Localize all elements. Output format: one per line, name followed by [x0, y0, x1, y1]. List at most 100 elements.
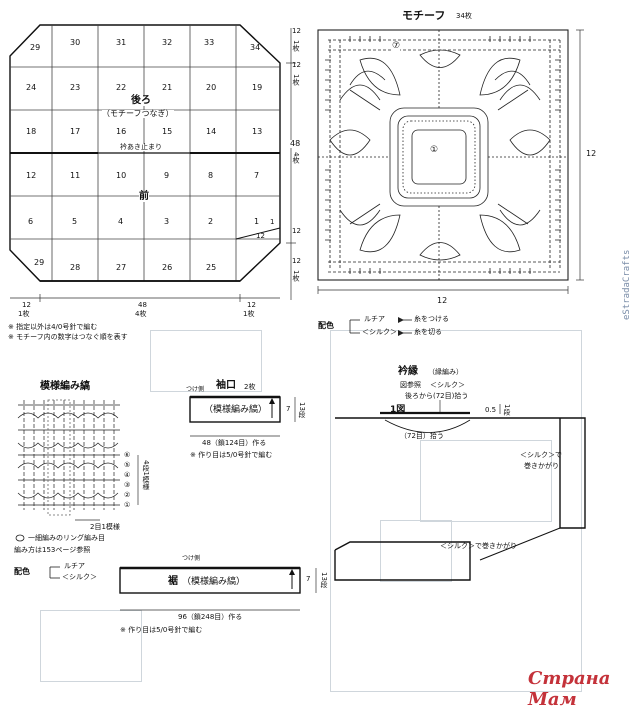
grid-cell: 30 [70, 38, 81, 47]
grid-cell: 10 [116, 171, 127, 180]
motif-chart [317, 29, 569, 281]
grid-cell: 23 [70, 83, 81, 92]
grid-cell: 1 [254, 217, 260, 226]
stripe-repeat-box [47, 399, 71, 516]
grid-cell: 32 [162, 38, 173, 47]
collar-silk-side: ＜シルク＞で [520, 451, 562, 459]
stripe-row-mark: ④ [124, 471, 131, 479]
stripe-row-mark: ① [124, 501, 131, 509]
stripe-row-mark: ② [124, 491, 131, 499]
grid-cell: 20 [206, 83, 217, 92]
grid-cell: 3 [164, 217, 170, 226]
background-ghost-panel [40, 610, 142, 682]
grid-cell: 13 [252, 127, 263, 136]
dim-label: 1枚 [18, 310, 30, 318]
motif-legend-yarn: ＜シルク＞ [362, 328, 397, 336]
grid-cell: 16 [116, 127, 127, 136]
collar-title: 衿縁 [398, 366, 418, 377]
motif-dimension-lines [317, 29, 584, 294]
grid-cell: 26 [162, 263, 173, 272]
neck-opening-label: 衿あき止まり [120, 143, 162, 151]
grid-cell: 12 [26, 171, 37, 180]
grid-cell: 11 [70, 171, 81, 180]
stripe-legend-yarn: ＜シルク＞ [62, 573, 97, 581]
collar-method: （縁編み） [428, 368, 463, 376]
hem-note: ※ 作り目は5/0号針で編む [120, 626, 203, 634]
stripe-legend-marks [49, 566, 60, 579]
collar-rows: 1段 [503, 404, 511, 416]
hem-rows: 13段 [320, 572, 328, 588]
grid-cell: 34 [250, 43, 261, 52]
grid-cell: 19 [252, 83, 263, 92]
grid-cell: 4 [118, 217, 124, 226]
collar-silk-side-2: 巻きかがり [524, 462, 559, 470]
dim-label: 1枚 [292, 74, 300, 86]
cuff-rows: 13段 [298, 402, 306, 418]
grid-cell: 18 [26, 127, 37, 136]
grid-cell: 31 [116, 38, 127, 47]
dim-label: 48 [138, 301, 147, 309]
stripe-ref-note: 編み方は153ページ参照 [14, 546, 91, 554]
motif-size-right: 12 [586, 149, 597, 158]
grid-cell: 5 [72, 217, 78, 226]
collar-yarn: ＜シルク＞ [430, 381, 465, 389]
dim-label: 1枚 [243, 310, 255, 318]
stripe-bottom-label: 2目1模様 [90, 523, 120, 531]
motif-legend-note: 糸をつける [414, 315, 449, 323]
dim-label: 4枚 [292, 152, 300, 164]
grid-cell: 17 [70, 127, 81, 136]
collar-pick: 後ろから(72目)拾う [405, 392, 469, 400]
motif-size-bottom: 12 [437, 296, 448, 305]
motif-title: モチーフ [402, 9, 446, 22]
grid-cell: 2 [208, 217, 214, 226]
grid-cell: 21 [162, 83, 173, 92]
brand-watermark: Страна Мам [528, 668, 611, 710]
motif-count: 34枚 [456, 12, 472, 20]
collar-ref: 図参照 [400, 381, 421, 389]
dim-label: 48 [290, 139, 301, 148]
grid-cell: 33 [204, 38, 215, 47]
dim-label: 1枚 [292, 270, 300, 282]
dim-label: 12 [247, 301, 256, 309]
cuff-title: 袖口 [216, 380, 236, 391]
dim-label: 12 [292, 27, 301, 35]
stripe-legend-yarn: ルチア [64, 562, 85, 570]
background-ghost-panel [150, 330, 262, 392]
grid-cell: 6 [28, 217, 34, 226]
grid-cell: 22 [116, 83, 127, 92]
hem-height: 7 [306, 575, 311, 583]
cuff-height: 7 [286, 405, 291, 413]
stripe-row-mark: ③ [124, 481, 131, 489]
collar-pick-count: （72目）拾う [400, 432, 444, 440]
collar-diagram [334, 411, 586, 581]
cuff-count: 2枚 [244, 383, 256, 391]
hem-width: 96（鎖248目）作る [178, 613, 243, 621]
grid-cell: 7 [254, 171, 260, 180]
grid-cell: 27 [116, 263, 127, 272]
layout-corner-diagonals [9, 24, 281, 282]
hem-title: 裾 [168, 576, 178, 587]
note-line: ※ モチーフ内の数字はつなぐ順を表す [8, 333, 128, 341]
cuff-note: ※ 作り目は5/0号針で編む [190, 451, 273, 459]
dim-label: 12 [22, 301, 31, 309]
motif-legend-note: 糸を切る [414, 328, 442, 336]
dim-label: 12 [292, 61, 301, 69]
grid-cell: 15 [162, 127, 173, 136]
diagram-canvas [9, 24, 586, 611]
bottom-dimension-lines [10, 294, 280, 302]
collar-figure-label: 1図 [390, 405, 406, 415]
motif-round-mark: ⑦ [392, 41, 401, 51]
right-dimension-lines [286, 28, 296, 300]
grid-cell: 25 [206, 263, 217, 272]
back-label: 後ろ [131, 95, 151, 106]
dim-mark: 12 [256, 232, 265, 240]
cuff-attach-label: つけ側 [186, 386, 205, 393]
background-ghost-panel [330, 330, 582, 692]
grid-cell: 28 [70, 263, 81, 272]
stripe-color-label: 配色 [14, 567, 30, 576]
stripe-row-mark: ⑥ [124, 451, 131, 459]
motif-center-mark: ① [430, 145, 439, 155]
stripe-side-label: 4段1模様 [142, 460, 150, 490]
front-label: 前 [139, 191, 149, 202]
grid-cell: 29 [34, 258, 45, 267]
